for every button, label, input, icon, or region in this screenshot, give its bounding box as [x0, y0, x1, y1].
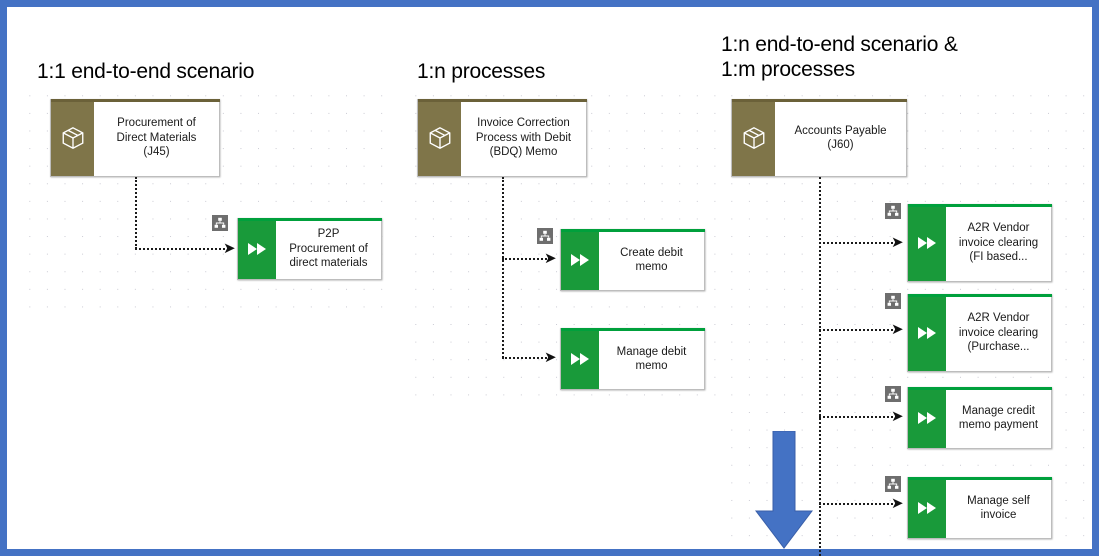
double-chevron-right-icon [908, 205, 946, 281]
double-chevron-right-icon [561, 230, 599, 290]
arrowhead-right-4: ➤ [891, 494, 904, 512]
hierarchy-icon-badge-right-1 [885, 203, 901, 219]
process-manage-self-invoice[interactable]: Manage self invoice [907, 477, 1052, 539]
hierarchy-icon-badge-left-1 [212, 215, 228, 231]
double-chevron-right-icon [908, 478, 946, 538]
process-label: Create debit memo [620, 246, 683, 274]
section-title-middle: 1:n processes [417, 60, 546, 83]
process-p2p-procurement-direct-materials[interactable]: P2P Procurement of direct materials [237, 218, 382, 280]
process-a2r-vendor-invoice-clearing-purchase[interactable]: A2R Vendor invoice clearing (Purchase... [907, 294, 1052, 372]
connector-vertical-left [135, 177, 137, 249]
process-label: A2R Vendor invoice clearing (Purchase... [958, 312, 1039, 354]
down-arrow-annotation [754, 430, 814, 549]
connector-horizontal-right-1 [819, 242, 897, 244]
scenario-label: Accounts Payable (J60) [794, 124, 887, 152]
connector-horizontal-middle-1 [502, 258, 550, 260]
process-label: P2P Procurement of direct materials [289, 228, 368, 270]
arrowhead-right-2: ➤ [891, 320, 904, 338]
package-icon [418, 100, 461, 176]
connector-horizontal-right-3 [819, 416, 897, 418]
process-a2r-vendor-invoice-clearing-fi[interactable]: A2R Vendor invoice clearing (FI based... [907, 204, 1052, 282]
connector-horizontal-right-2 [819, 329, 897, 331]
connector-horizontal-middle-2 [502, 357, 550, 359]
scenario-label: Invoice Correction Process with Debit (B… [475, 117, 572, 159]
process-label: Manage self invoice [967, 494, 1030, 522]
connector-vertical-middle [502, 177, 504, 358]
arrowhead-right-3: ➤ [891, 407, 904, 425]
hierarchy-icon-badge-right-4 [885, 476, 901, 492]
scenario-invoice-correction-process[interactable]: Invoice Correction Process with Debit (B… [417, 99, 587, 177]
process-label: Manage debit memo [616, 345, 687, 373]
section-title-left: 1:1 end-to-end scenario [37, 60, 255, 83]
connector-horizontal-left-1 [135, 248, 229, 250]
double-chevron-right-icon [908, 295, 946, 371]
scenario-label: Procurement of Direct Materials (J45) [116, 117, 197, 159]
connector-horizontal-right-4 [819, 503, 897, 505]
connector-vertical-right [819, 177, 821, 556]
process-create-debit-memo[interactable]: Create debit memo [560, 229, 705, 291]
section-title-right: 1:n end-to-end scenario & 1:m processes [721, 33, 958, 81]
arrow-down-icon [754, 430, 814, 549]
package-icon [732, 100, 775, 176]
hierarchy-icon-badge-middle-1 [537, 228, 553, 244]
scenario-accounts-payable[interactable]: Accounts Payable (J60) [731, 99, 907, 177]
arrowhead-right-1: ➤ [891, 233, 904, 251]
hierarchy-icon-badge-right-3 [885, 386, 901, 402]
process-label: Manage credit memo payment [958, 404, 1039, 432]
double-chevron-right-icon [561, 329, 599, 389]
arrowhead-middle-1: ➤ [544, 249, 557, 267]
process-label: A2R Vendor invoice clearing (FI based... [958, 222, 1039, 264]
arrowhead-left-1: ➤ [223, 239, 236, 257]
double-chevron-right-icon [908, 388, 946, 448]
scenario-procurement-direct-materials[interactable]: Procurement of Direct Materials (J45) [50, 99, 220, 177]
double-chevron-right-icon [238, 219, 276, 279]
package-icon [51, 100, 94, 176]
arrowhead-middle-2: ➤ [544, 348, 557, 366]
process-manage-credit-memo-payment[interactable]: Manage credit memo payment [907, 387, 1052, 449]
process-manage-debit-memo[interactable]: Manage debit memo [560, 328, 705, 390]
hierarchy-icon-badge-right-2 [885, 293, 901, 309]
